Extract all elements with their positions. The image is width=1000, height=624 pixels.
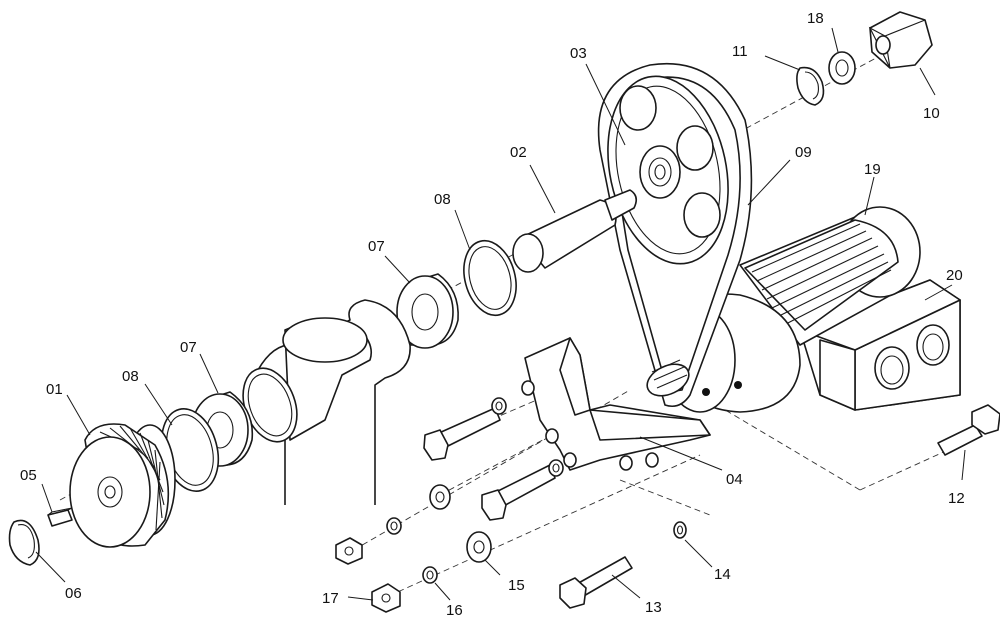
leader-lines — [35, 27, 966, 601]
callout-16: 16 — [446, 602, 463, 619]
retaining-ring-11 — [796, 66, 825, 106]
washer-18 — [828, 51, 856, 85]
hex-nut-10 — [868, 11, 933, 69]
callout-06: 06 — [65, 585, 82, 602]
motor-bracket — [521, 337, 711, 471]
pulley-wheel — [607, 75, 729, 265]
key-05 — [47, 507, 73, 527]
snap-ring-08-upper — [463, 239, 517, 317]
gearbox-housing — [799, 279, 961, 411]
callout-01: 01 — [46, 381, 63, 398]
callout-10: 10 — [923, 105, 940, 122]
callout-08-upper: 08 — [434, 191, 451, 208]
callout-20: 20 — [946, 267, 963, 284]
callout-02: 02 — [510, 144, 527, 161]
flat-washer-15 — [466, 531, 492, 563]
bolt-13 — [559, 556, 633, 609]
callout-11: 11 — [732, 43, 748, 60]
hex-nut-left — [335, 537, 363, 565]
lock-washer-left — [386, 517, 402, 535]
callout-08-lower: 08 — [122, 368, 139, 385]
washer-middle — [548, 459, 564, 477]
callout-18: 18 — [807, 10, 824, 27]
bevel-gear — [69, 423, 176, 548]
callout-07-upper: 07 — [368, 238, 385, 255]
bolt-12 — [937, 404, 1000, 456]
callout-09: 09 — [795, 144, 812, 161]
electric-motor — [739, 206, 921, 346]
lock-washer-16 — [422, 566, 438, 584]
callout-04: 04 — [726, 471, 743, 488]
callout-15: 15 — [508, 577, 525, 594]
bearing-07-upper — [396, 273, 459, 349]
bolt-upper — [423, 407, 501, 461]
callout-13: 13 — [645, 599, 662, 616]
callout-12: 12 — [948, 490, 965, 507]
flat-washer-left — [429, 484, 451, 510]
callout-07-lower: 07 — [180, 339, 197, 356]
callout-19: 19 — [864, 161, 881, 178]
callout-03: 03 — [570, 45, 587, 62]
circlip-06 — [8, 519, 40, 566]
bearing-housing — [242, 299, 411, 505]
callout-14: 14 — [714, 566, 731, 583]
bolt-middle — [481, 464, 556, 521]
hex-nut-17 — [371, 583, 401, 613]
callout-05: 05 — [20, 467, 37, 484]
callout-labels: 01 02 03 04 05 06 07 07 08 08 09 10 11 1… — [20, 10, 965, 619]
lock-washer-14 — [673, 521, 687, 539]
washer-upper — [491, 397, 507, 415]
callout-17: 17 — [322, 590, 339, 607]
shaft — [512, 189, 638, 273]
